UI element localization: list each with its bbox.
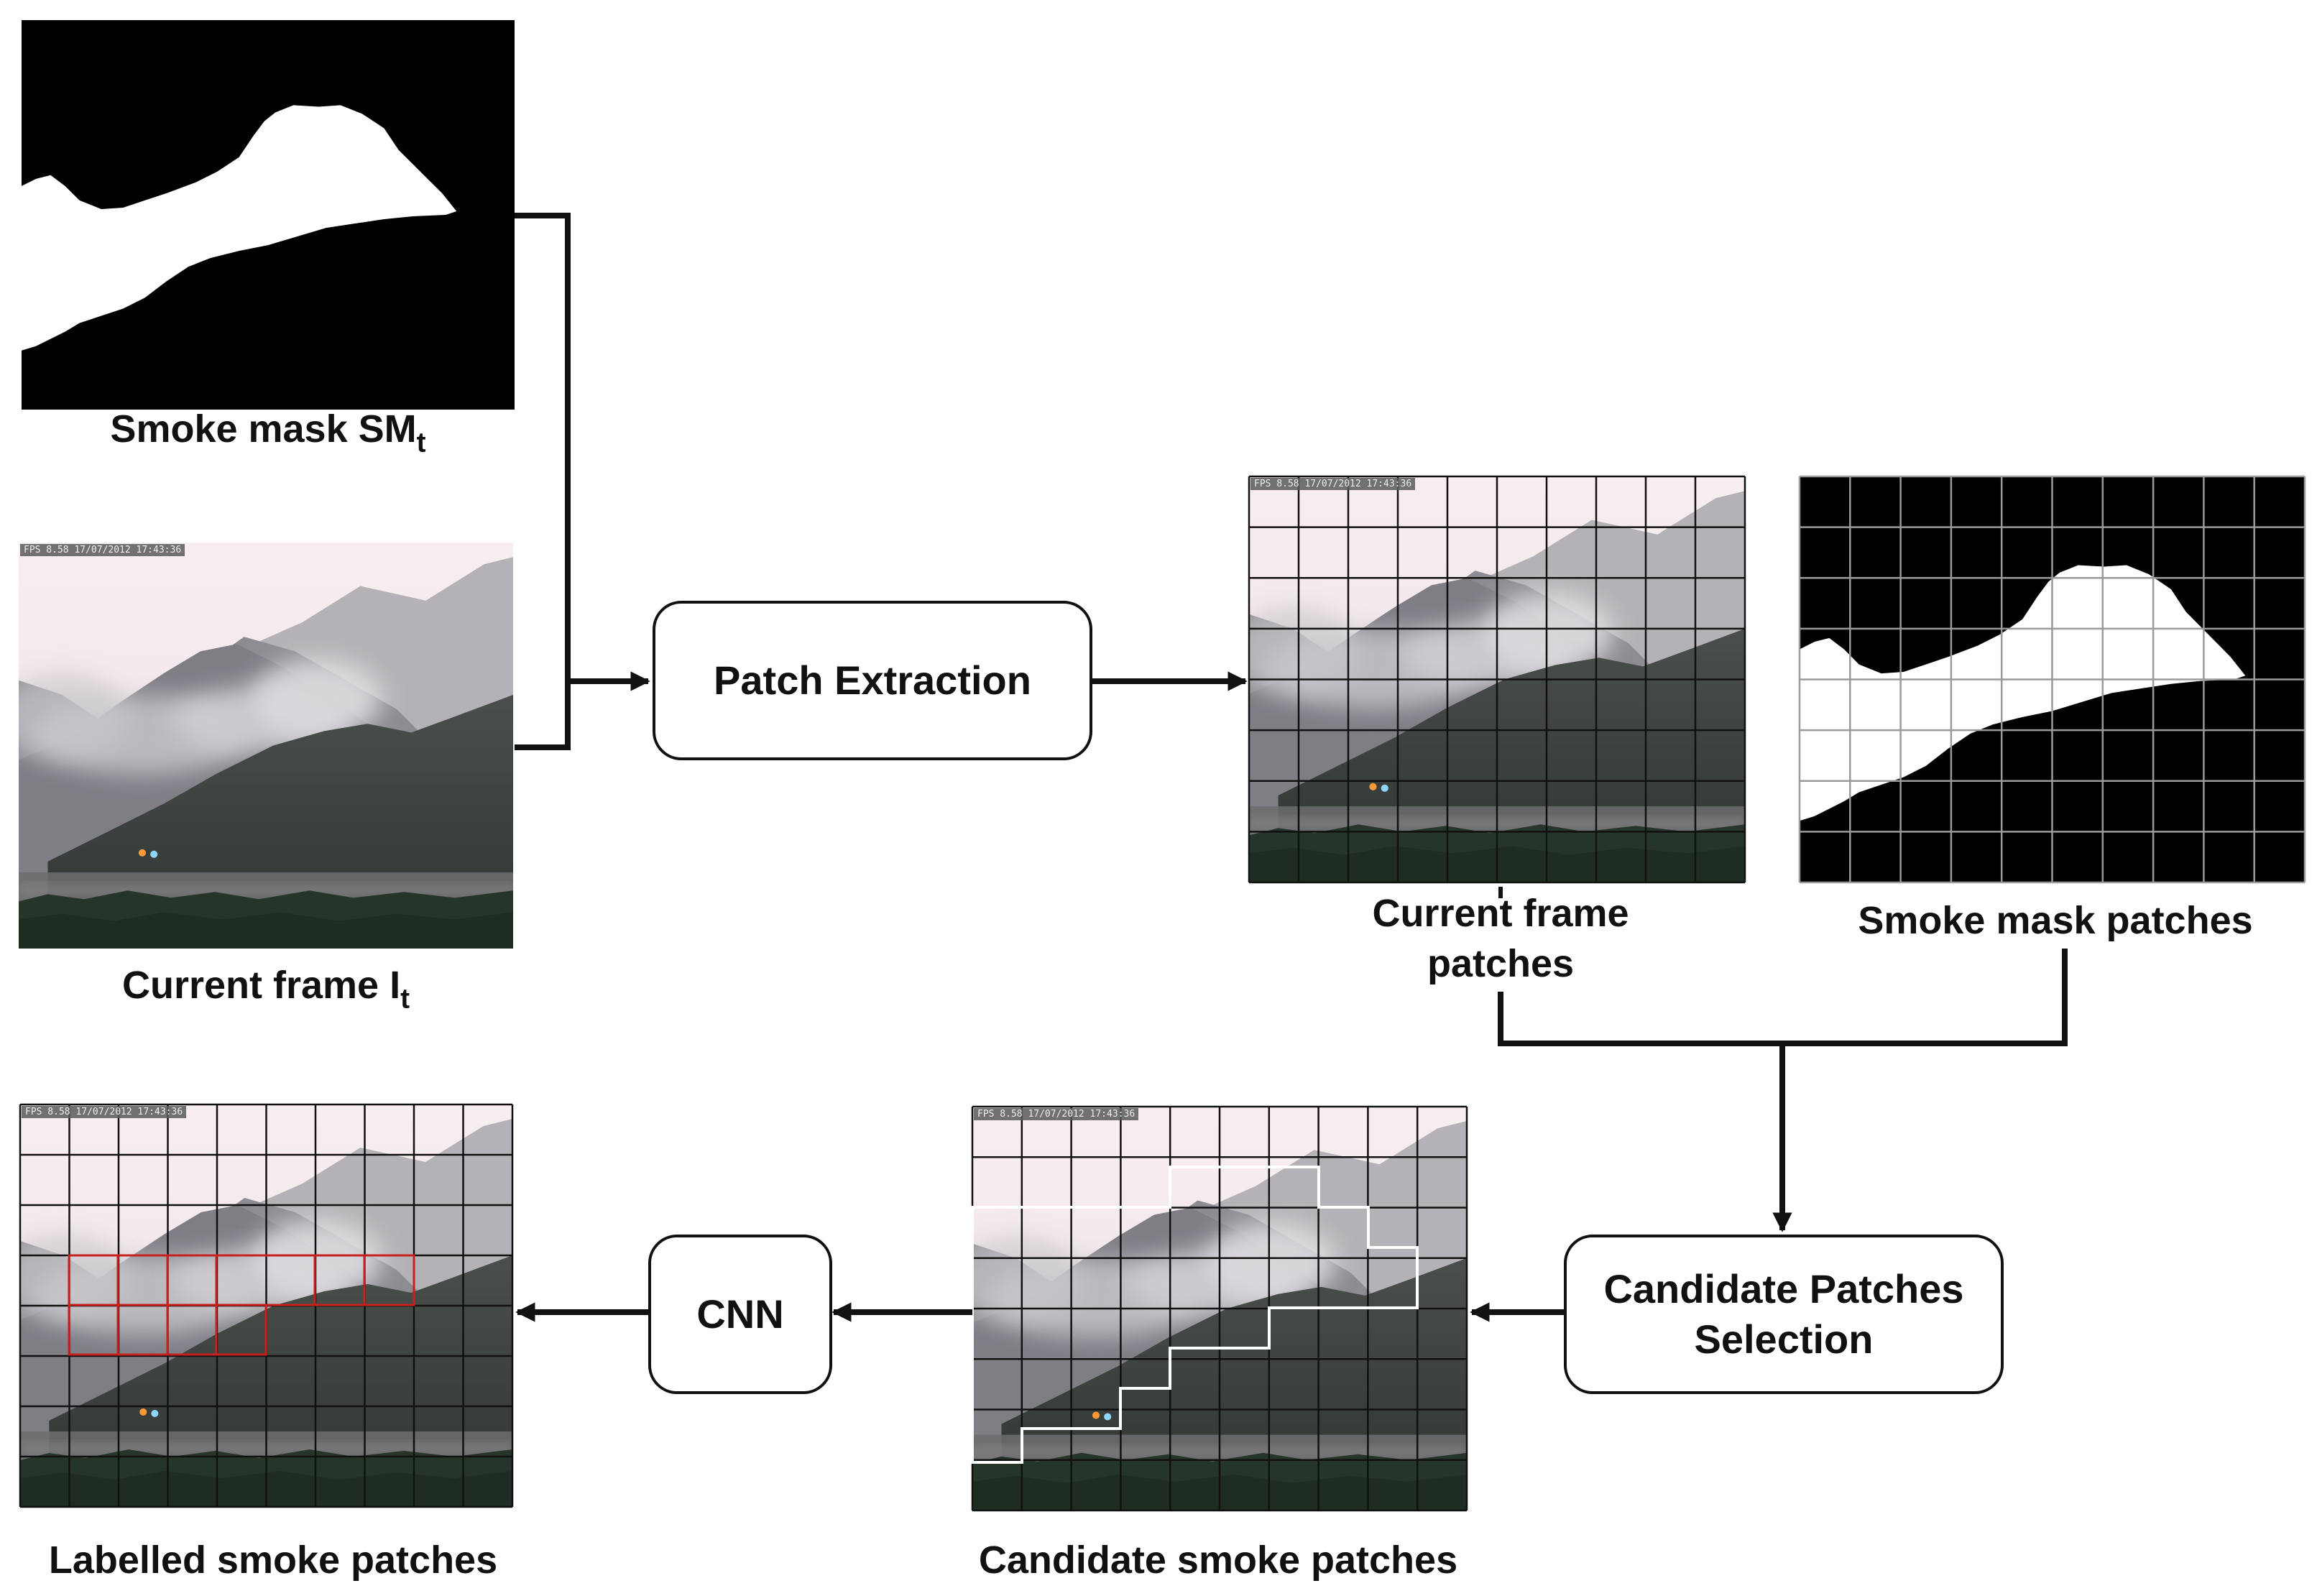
mask-patches-caption: Smoke mask patches — [1858, 899, 2253, 942]
cnn-label: CNN — [696, 1291, 784, 1337]
patch-extraction-label: Patch Extraction — [714, 658, 1031, 703]
smoke-mask-caption: Smoke mask SMt — [22, 407, 515, 457]
mask-patch-grid — [1798, 475, 2306, 884]
frame-patches-caption: Current frame patches — [1372, 892, 1629, 986]
bracket-connector — [515, 213, 571, 750]
frame-patches-timestamp: FPS 8.58 17/07/2012 17:43:36 — [1250, 478, 1416, 490]
current-frame-patches-image — [1248, 475, 1746, 884]
labelled-timestamp: FPS 8.58 17/07/2012 17:43:36 — [22, 1106, 187, 1118]
current-frame-image — [0, 543, 513, 949]
current-frame-caption: Current frame It — [19, 963, 513, 1013]
labelled-smoke-patches-image — [19, 1103, 514, 1508]
labelled-patch-grid — [19, 1103, 514, 1508]
candidate-selection-label: Candidate Patches Selection — [1603, 1266, 1964, 1362]
candidate-patches-caption: Candidate smoke patches — [978, 1539, 1458, 1582]
current-frame-caption-main: Current frame I — [121, 964, 401, 1007]
labelled-patches-caption: Labelled smoke patches — [48, 1539, 498, 1582]
patch-extraction-box: Patch Extraction — [653, 601, 1092, 760]
frame-timestamp: FPS 8.58 17/07/2012 17:43:36 — [20, 544, 185, 556]
connectors — [515, 213, 2068, 1322]
candidate-timestamp: FPS 8.58 17/07/2012 17:43:36 — [974, 1108, 1139, 1120]
smoke-mask-image — [22, 20, 515, 410]
candidate-selection-box: Candidate Patches Selection — [1564, 1235, 2004, 1394]
frame-patch-grid — [1248, 475, 1746, 884]
cnn-box: CNN — [648, 1235, 832, 1394]
smoke-mask-caption-main: Smoke mask SM — [110, 407, 417, 451]
candidate-smoke-outline — [971, 1166, 1419, 1464]
smoke-mask-patches-image — [1798, 475, 2306, 884]
candidate-smoke-patches-image — [971, 1105, 1468, 1512]
smoke-mask-caption-sub: t — [416, 427, 426, 458]
current-frame-caption-sub: t — [400, 983, 410, 1015]
